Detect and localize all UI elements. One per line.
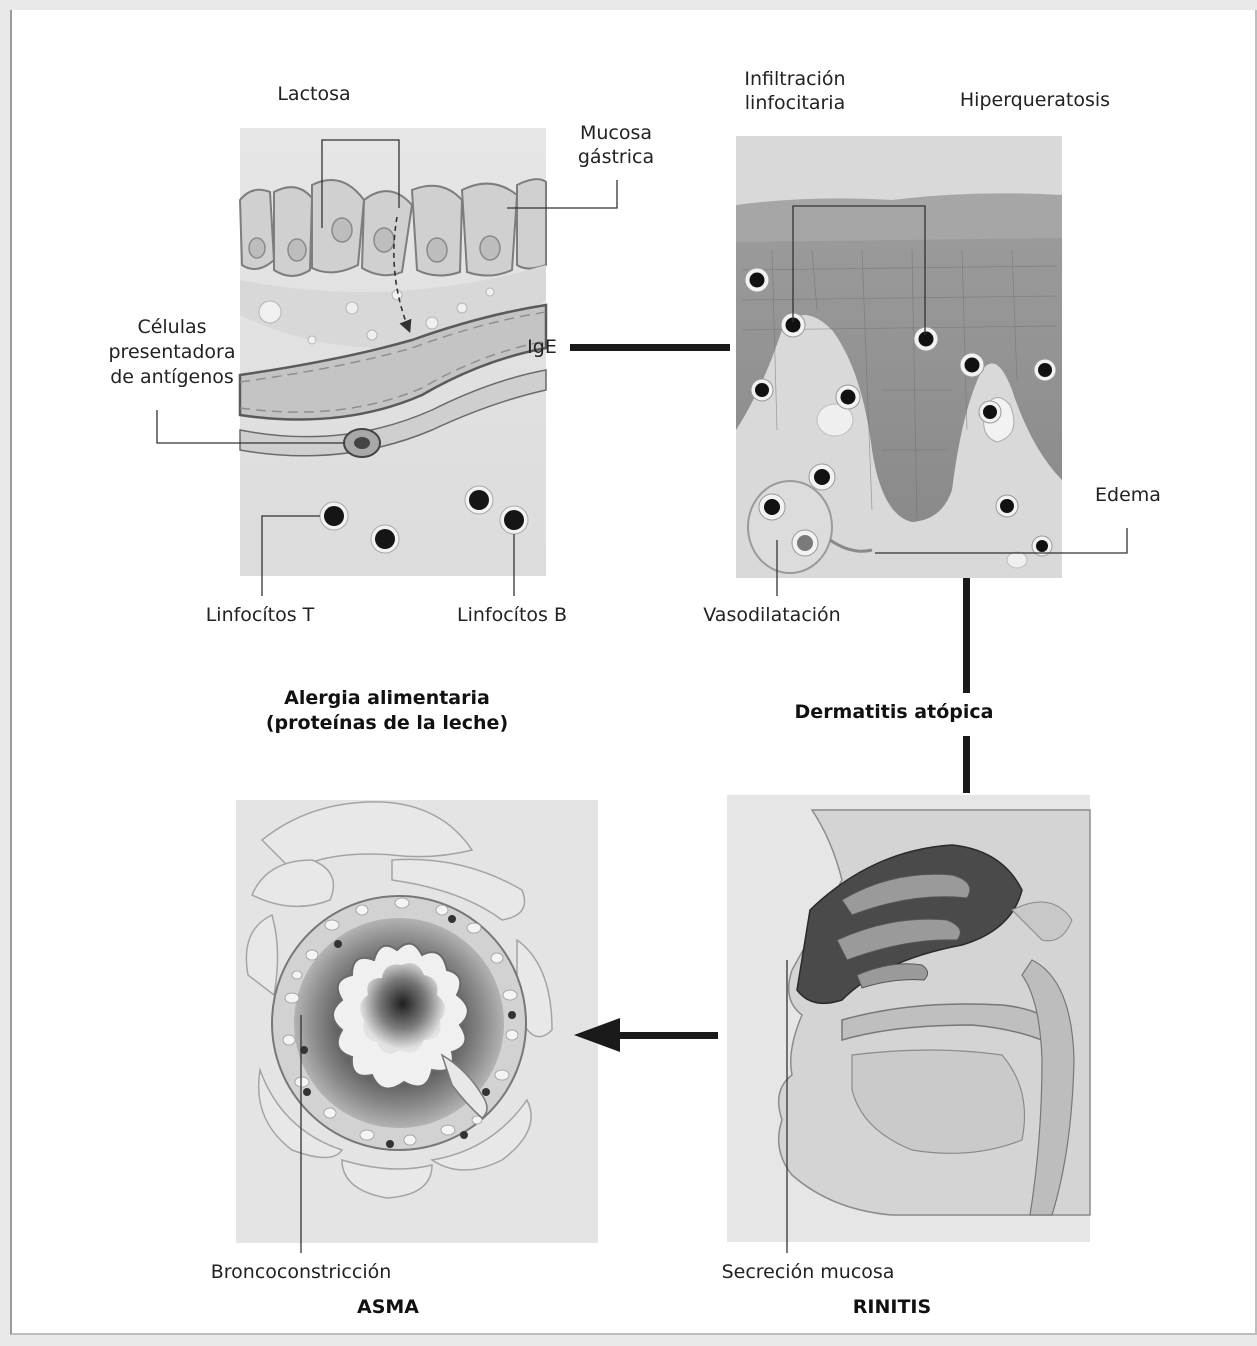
allergic-march-diagram: Lactosa Mucosa gástrica Células presenta… [12, 10, 1257, 1333]
label-mucosa-line2: gástrica [578, 146, 654, 168]
connector-dermatitis-top [963, 578, 970, 693]
title-dermatitis: Dermatitis atópica [795, 701, 994, 723]
title-food-allergy-line1: Alergia alimentaria [284, 687, 490, 709]
label-vasodilatacion: Vasodilatación [703, 604, 840, 626]
label-celulas-line3: de antígenos [110, 366, 234, 388]
title-food-allergy-line2: (proteínas de la leche) [266, 712, 508, 734]
label-infiltracion-line1: Infiltración [744, 68, 845, 90]
label-secrecion-mucosa: Secreción mucosa [722, 1261, 895, 1283]
gut-mucosa-illustration [240, 128, 546, 576]
ige-connector-bar [570, 344, 730, 351]
skin-section-illustration [736, 136, 1062, 578]
figure-frame: Lactosa Mucosa gástrica Células presenta… [10, 10, 1257, 1335]
label-broncoconstriccion: Broncoconstricción [211, 1261, 392, 1283]
bronchus-illustration [236, 800, 598, 1243]
label-linfocitos-b: Linfocítos B [457, 604, 567, 626]
label-linfocitos-t: Linfocítos T [206, 604, 315, 626]
label-celulas-line1: Células [137, 316, 206, 338]
title-rinitis: RINITIS [853, 1296, 931, 1318]
nasal-cavity-illustration [727, 795, 1090, 1242]
title-asma: ASMA [357, 1296, 419, 1318]
label-mucosa-line1: Mucosa [580, 122, 652, 144]
label-ige: IgE [527, 336, 557, 358]
label-infiltracion-line2: linfocitaria [745, 92, 845, 114]
label-lactosa: Lactosa [277, 83, 350, 105]
label-celulas-line2: presentadora [108, 341, 235, 363]
label-hiperqueratosis: Hiperqueratosis [960, 89, 1110, 111]
connector-dermatitis-bottom [963, 736, 970, 793]
label-edema: Edema [1095, 484, 1161, 506]
